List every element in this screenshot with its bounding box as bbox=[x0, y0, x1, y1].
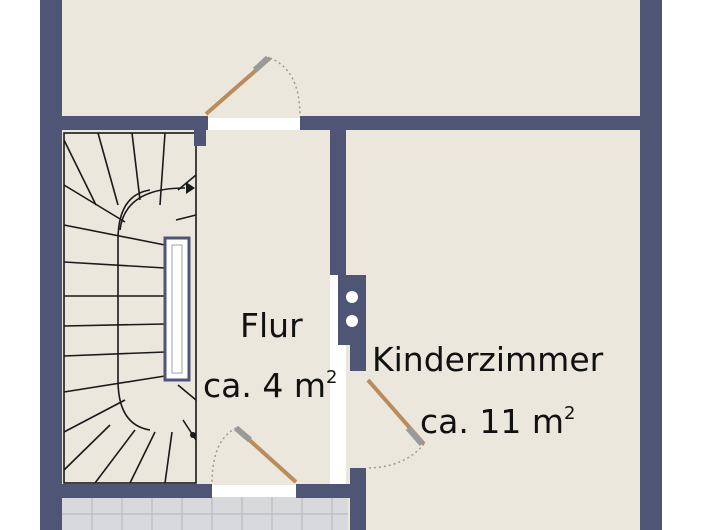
wall-bottom-right bbox=[350, 468, 366, 530]
pipe-icon bbox=[345, 314, 359, 328]
wall-right bbox=[640, 0, 662, 530]
wall-bottom-left bbox=[62, 484, 212, 498]
wall-partition-thick bbox=[338, 275, 366, 345]
door-kinderzimmer bbox=[365, 378, 426, 469]
wall-bottom-mid bbox=[296, 484, 350, 498]
kinderzimmer-area: ca. 11 m2 bbox=[420, 402, 576, 441]
kinderzimmer-floor bbox=[346, 130, 640, 530]
flur-name: Flur bbox=[240, 306, 303, 345]
stair-end-dot bbox=[190, 432, 196, 438]
walls bbox=[40, 0, 662, 530]
stair-arrow-icon bbox=[186, 182, 195, 194]
kinderzimmer-name: Kinderzimmer bbox=[372, 340, 604, 379]
wall-partition bbox=[330, 130, 346, 275]
wall-left bbox=[40, 0, 62, 530]
wall-partition-lower bbox=[350, 345, 366, 371]
door-bottom bbox=[211, 425, 298, 485]
door-top bbox=[204, 55, 301, 117]
wall-top-right bbox=[300, 116, 640, 130]
top-room-floor bbox=[62, 0, 640, 118]
pipe-icon bbox=[345, 290, 359, 304]
wall-stair-right bbox=[194, 130, 206, 146]
wall-top-left bbox=[62, 116, 208, 130]
flur-area: ca. 4 m2 bbox=[203, 366, 338, 405]
tiled-floor bbox=[62, 497, 348, 530]
